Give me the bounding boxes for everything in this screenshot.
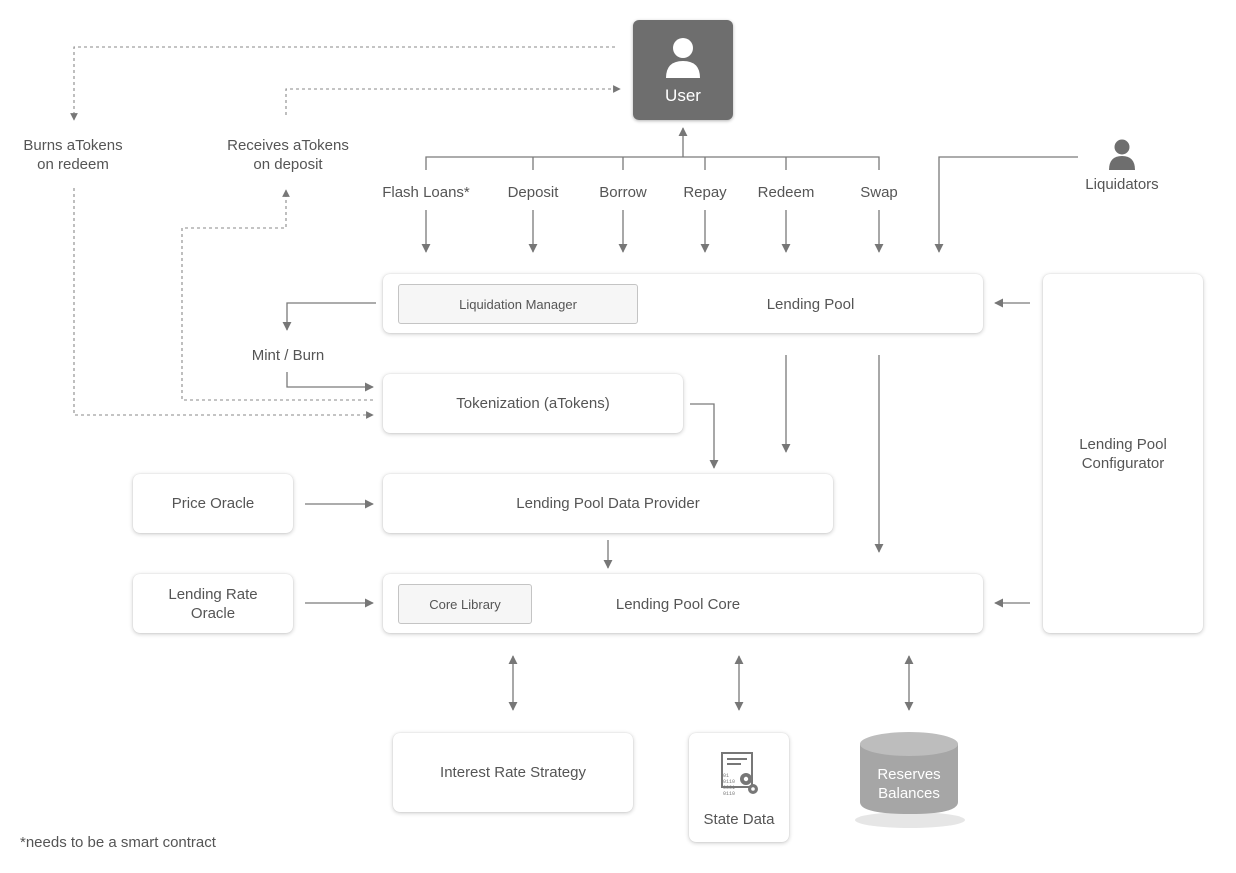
action-flash-loans: Flash Loans* (382, 184, 470, 201)
lending-pool-box: Liquidation Manager Lending Pool (383, 274, 983, 333)
user-node: User (633, 20, 733, 120)
burns-atokens-label: Burns aTokens on redeem (23, 137, 123, 173)
data-provider-box: Lending Pool Data Provider (383, 474, 833, 533)
core-library-label: Core Library (429, 596, 501, 612)
mint-burn-label: Mint / Burn (251, 347, 325, 364)
user-label: User (665, 86, 701, 105)
action-repay: Repay (683, 184, 727, 201)
interest-rate-strategy-label: Interest Rate Strategy (440, 764, 586, 781)
interest-rate-strategy-box: Interest Rate Strategy (393, 733, 633, 812)
state-data-icon: 01 0110 0001 0110 (721, 752, 758, 797)
svg-text:0110: 0110 (723, 779, 735, 785)
dashed-burns-to-token (73, 188, 374, 419)
action-deposit: Deposit (507, 184, 559, 201)
database-icon (855, 732, 965, 828)
arrow-mint-to-tokenization (286, 372, 374, 392)
price-oracle-label: Price Oracle (171, 495, 255, 512)
data-provider-label: Lending Pool Data Provider (516, 495, 700, 512)
lending-pool-core-label: Lending Pool Core (615, 596, 741, 613)
arrow-to-mint-burn (282, 302, 376, 331)
person-icon (1109, 139, 1135, 170)
liquidation-manager-box: Liquidation Manager (398, 284, 638, 324)
user-icon (666, 38, 700, 78)
dashed-user-to-burns (70, 46, 615, 121)
lending-pool-core-box: Core Library Lending Pool Core (383, 574, 983, 633)
footnote: *needs to be a smart contract (20, 834, 216, 851)
lending-rate-oracle-box: Lending Rate Oracle (133, 574, 293, 633)
configurator-box: Lending Pool Configurator (1043, 274, 1203, 633)
tokenization-box: Tokenization (aTokens) (383, 374, 683, 433)
action-swap: Swap (860, 184, 898, 201)
tokenization-label: Tokenization (aTokens) (456, 395, 610, 412)
receives-atokens-label: Receives aTokens on deposit (227, 137, 349, 173)
reserves-label: Reserves Balances (877, 766, 941, 802)
lending-rate-oracle-label: Lending Rate Oracle (168, 585, 258, 622)
price-oracle-box: Price Oracle (133, 474, 293, 533)
action-borrow: Borrow (599, 184, 647, 201)
state-data-box: 01 0110 0001 0110 State Data (689, 733, 789, 842)
action-bus-line (425, 156, 880, 170)
arrow-liquidators (934, 156, 1078, 253)
svg-text:0001: 0001 (723, 785, 735, 791)
configurator-label: Lending Pool Configurator (1079, 435, 1167, 472)
dashed-receives-to-user (285, 85, 621, 115)
liquidation-manager-label: Liquidation Manager (459, 296, 577, 312)
core-library-box: Core Library (398, 584, 532, 624)
lending-pool-label: Lending Pool (766, 296, 855, 313)
arrow-token-to-provider (690, 403, 719, 469)
action-redeem: Redeem (757, 184, 815, 201)
svg-text:01: 01 (723, 773, 729, 779)
svg-text:0110: 0110 (723, 791, 735, 797)
dashed-token-to-receives (181, 189, 373, 401)
state-data-label: State Data (703, 811, 775, 828)
liquidators-label: Liquidators (1085, 176, 1159, 193)
